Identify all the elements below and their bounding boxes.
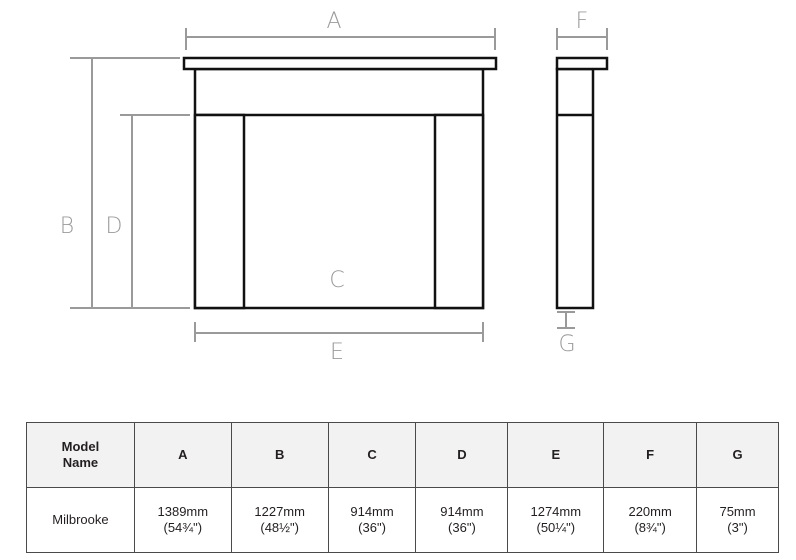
value-mm: 914mm	[440, 504, 484, 519]
value-mm: 1274mm	[530, 504, 582, 519]
header-g: G	[696, 422, 779, 488]
fireplace-front-view	[182, 56, 498, 310]
fireplace-dimension-diagram: A B C D E F G	[60, 9, 609, 365]
value-g-cell: 75mm(3")	[696, 487, 779, 553]
value-inches: (50¼")	[536, 520, 576, 535]
value-inches: (36")	[358, 520, 386, 535]
value-inches: (36")	[448, 520, 476, 535]
value-b-cell: 1227mm(48½")	[230, 487, 329, 553]
label-f: F	[576, 9, 589, 34]
value-mm: 1227mm	[254, 504, 305, 519]
value-inches: (3")	[727, 520, 748, 535]
value-d-cell: 914mm(36")	[415, 487, 509, 553]
header-model-name-label: Model Name	[61, 439, 100, 470]
table-header-row: Model Name A B C D E F G	[26, 422, 779, 488]
header-e: E	[507, 422, 605, 488]
value-inches: (8¾")	[634, 520, 666, 535]
header-b: B	[230, 422, 329, 488]
value-mm: 1389mm	[157, 504, 209, 519]
value-inches: (54¾")	[163, 520, 203, 535]
value-inches: (48½")	[260, 520, 299, 535]
table-row: Milbrooke 1389mm(54¾") 1227mm(48½") 914m…	[26, 487, 779, 553]
value-c-cell: 914mm(36")	[327, 487, 417, 553]
header-c: C	[327, 422, 417, 488]
value-mm: 220mm	[628, 504, 672, 519]
label-a: A	[326, 9, 341, 34]
value-mm: 914mm	[350, 504, 394, 519]
value-mm: 75mm	[719, 504, 756, 519]
label-e: E	[330, 340, 344, 365]
value-f-cell: 220mm(8¾")	[603, 487, 698, 553]
dimensions-table: Model Name A B C D E F G Milbrooke 1389m…	[26, 422, 779, 553]
label-c: C	[329, 268, 344, 293]
header-a: A	[133, 422, 232, 488]
value-e-cell: 1274mm(50¼")	[507, 487, 605, 553]
model-name-cell: Milbrooke	[26, 487, 135, 553]
value-a-cell: 1389mm(54¾")	[133, 487, 232, 553]
label-b: B	[60, 214, 74, 239]
header-f: F	[603, 422, 698, 488]
header-model-name: Model Name	[26, 422, 135, 488]
fireplace-side-view	[555, 56, 609, 310]
header-d: D	[415, 422, 509, 488]
label-d: D	[106, 214, 123, 239]
label-g: G	[558, 332, 575, 357]
